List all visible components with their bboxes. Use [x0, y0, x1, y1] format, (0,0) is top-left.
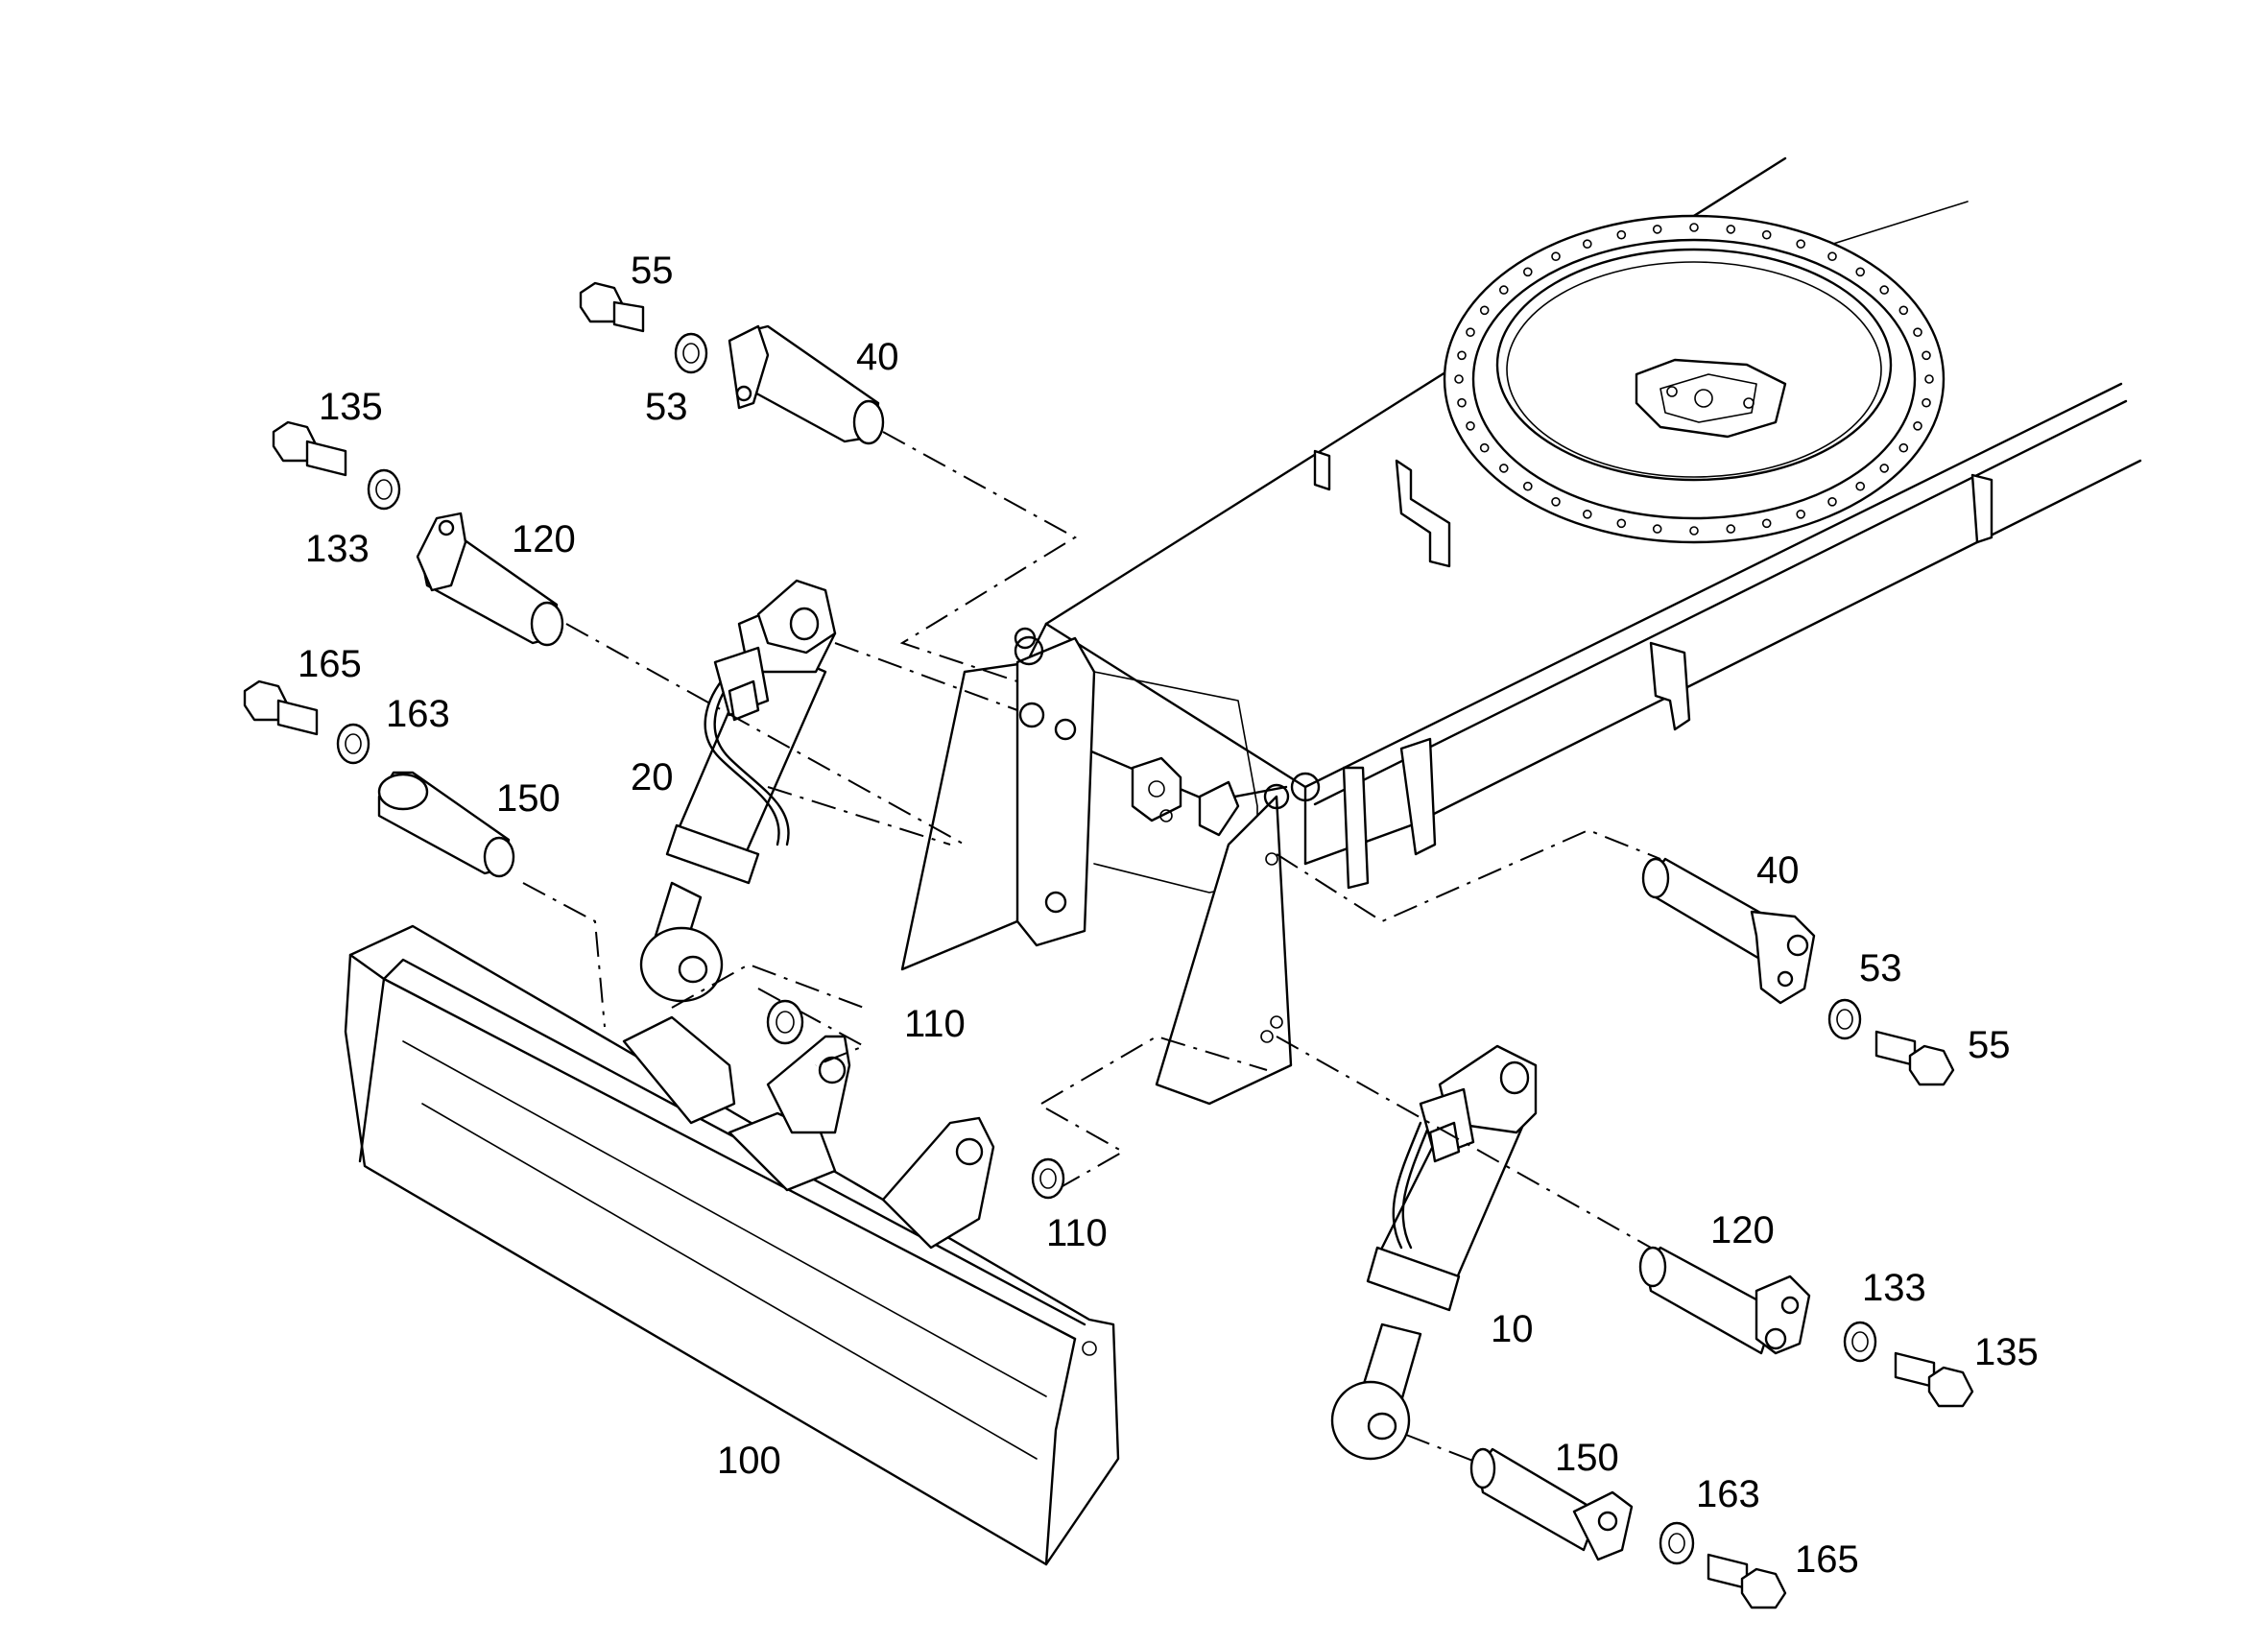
ring-bolt-hole [1761, 518, 1772, 529]
ring-bolt-hole [1924, 374, 1934, 384]
part-label-120: 120 [1710, 1209, 1775, 1251]
bolt-holes [1454, 223, 1934, 536]
ring-bolt-hole [1583, 239, 1592, 249]
hydraulic-cylinder-20 [639, 579, 837, 1003]
part-label-133: 133 [305, 528, 370, 570]
part-label-53: 53 [645, 386, 688, 428]
part-label-53: 53 [1859, 947, 1902, 989]
ring-bolt-hole [1616, 229, 1627, 240]
ring-bolt-hole [1652, 225, 1662, 234]
ring-bolt-hole [1551, 496, 1561, 507]
part-label-135: 135 [1974, 1331, 2039, 1373]
ring-bolt-hole [1796, 239, 1805, 249]
part-label-40: 40 [1756, 849, 1800, 892]
part-label-150: 150 [1555, 1437, 1619, 1479]
ring-bolt-hole [1726, 524, 1736, 534]
part-label-110: 110 [1046, 1212, 1108, 1254]
part-label-163: 163 [1696, 1473, 1760, 1515]
ring-bolt-hole [1457, 397, 1467, 408]
pin-120-left [416, 512, 564, 647]
ring-bolt-hole [1855, 481, 1865, 491]
ring-bolt-hole [1466, 420, 1475, 431]
part-label-135: 135 [319, 386, 383, 428]
ring-bolt-hole [1898, 442, 1909, 453]
ring-bolt-hole [1796, 509, 1805, 519]
ring-bolt-hole [1499, 285, 1509, 295]
ring-bolt-hole [1913, 327, 1922, 338]
part-label-165: 165 [298, 643, 362, 685]
ring-bolt-hole [1479, 442, 1490, 453]
ring-bolt-hole [1761, 229, 1772, 240]
pin-120-right [1638, 1246, 1811, 1355]
ring-bolt-hole [1855, 267, 1865, 277]
part-label-110: 110 [904, 1003, 966, 1045]
part-label-150: 150 [496, 777, 561, 820]
assembly-center-lines [522, 431, 1661, 1469]
part-label-120: 120 [512, 518, 576, 560]
ring-bolt-hole [1827, 496, 1837, 507]
ring-bolt-hole [1454, 374, 1464, 384]
ring-bolt-hole [1479, 305, 1490, 316]
ring-bolt-hole [1922, 397, 1931, 408]
ring-bolt-hole [1922, 350, 1931, 361]
part-label-10: 10 [1491, 1308, 1534, 1350]
part-label-55: 55 [1968, 1024, 2011, 1066]
pin-40-right [1641, 857, 1816, 1005]
main-frame [1020, 156, 2142, 890]
ring-bolt-hole [1898, 305, 1909, 316]
pin-150-left [377, 771, 515, 878]
ring-bolt-hole [1466, 327, 1475, 338]
ring-bolt-hole [1913, 420, 1922, 431]
ring-bolt-hole [1689, 223, 1699, 232]
ring-bolt-hole [1499, 464, 1509, 473]
mounting-plates [900, 627, 1321, 1106]
part-label-20: 20 [631, 756, 674, 798]
ring-bolt-hole [1879, 464, 1889, 473]
part-label-40: 40 [856, 336, 899, 378]
ring-bolt-hole [1827, 251, 1837, 262]
pin-40-left [728, 324, 885, 445]
slewing-ring [1443, 214, 1946, 544]
part-labels: 55 53 40 135 133 120 165 163 150 20 110 … [298, 250, 2039, 1581]
ring-bolt-hole [1879, 285, 1889, 295]
ring-bolt-hole [1689, 526, 1699, 536]
part-label-55: 55 [631, 250, 674, 292]
part-label-100: 100 [717, 1440, 781, 1482]
bolts [243, 281, 1974, 1609]
ring-bolt-hole [1457, 350, 1467, 361]
part-label-163: 163 [386, 693, 450, 735]
pin-150-right [1469, 1447, 1634, 1561]
ring-bolt-hole [1583, 509, 1592, 519]
ring-bolt-hole [1652, 524, 1662, 534]
part-label-133: 133 [1862, 1267, 1926, 1309]
ring-bolt-hole [1523, 267, 1533, 277]
ring-bolt-hole [1726, 225, 1736, 234]
hydraulic-cylinder-10 [1330, 1044, 1538, 1461]
part-label-165: 165 [1795, 1538, 1859, 1581]
ring-bolt-hole [1616, 518, 1627, 529]
ring-bolt-hole [1523, 481, 1533, 491]
ring-bolt-hole [1551, 251, 1561, 262]
washers [336, 332, 1877, 1565]
